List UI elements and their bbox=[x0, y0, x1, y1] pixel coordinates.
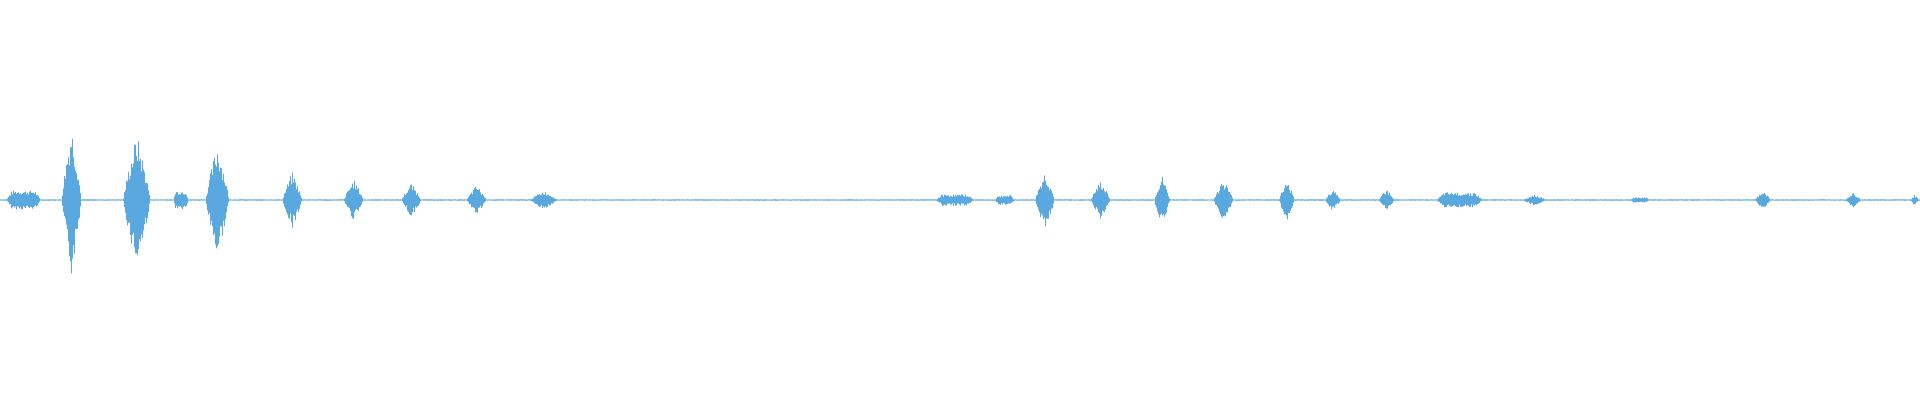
waveform-trace bbox=[0, 139, 1920, 274]
